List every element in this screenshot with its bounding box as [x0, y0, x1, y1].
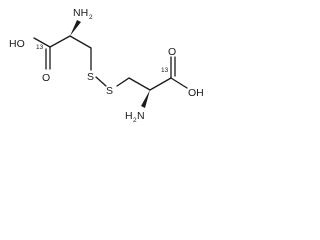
atom-o-right: O — [168, 46, 176, 58]
bond-c-oh-right — [170, 77, 188, 89]
atom-s-left: S — [87, 71, 94, 83]
isotope-label-right: 13 — [161, 67, 169, 74]
bond-s-s — [95, 76, 107, 87]
bond-c-calpha-left — [49, 35, 71, 48]
bond-calpha-ch2-left — [69, 35, 92, 49]
wedge-nh2-right — [141, 90, 150, 108]
bond-ch2-calpha-right — [128, 77, 151, 91]
wedge-nh2-left — [70, 20, 81, 36]
atom-o-left: O — [42, 72, 50, 84]
atom-oh-right: OH — [188, 87, 204, 99]
bond-c-oh-left — [33, 37, 51, 48]
right-residue: O 13 OH H 2 N — [116, 46, 204, 124]
bond-calpha-c-right — [149, 77, 172, 91]
disulfide-bridge: S S — [87, 71, 113, 97]
atom-s-right: S — [106, 85, 113, 97]
atom-ho-left: HO — [9, 38, 25, 50]
atom-nh2-left-sub: 2 — [89, 14, 93, 21]
atom-nh2-right-h: H — [125, 110, 133, 122]
isotope-label-left: 13 — [36, 44, 44, 51]
molecule-structure: HO 13 O NH 2 S S O 13 OH H 2 N — [9, 7, 204, 124]
left-residue: HO 13 O NH 2 — [9, 7, 93, 84]
atom-nh2-right-n: N — [137, 110, 145, 122]
bond-s-ch2-right — [116, 77, 130, 87]
atom-nh2-left: NH — [73, 7, 88, 19]
atom-nh2-right-sub: 2 — [133, 117, 137, 124]
